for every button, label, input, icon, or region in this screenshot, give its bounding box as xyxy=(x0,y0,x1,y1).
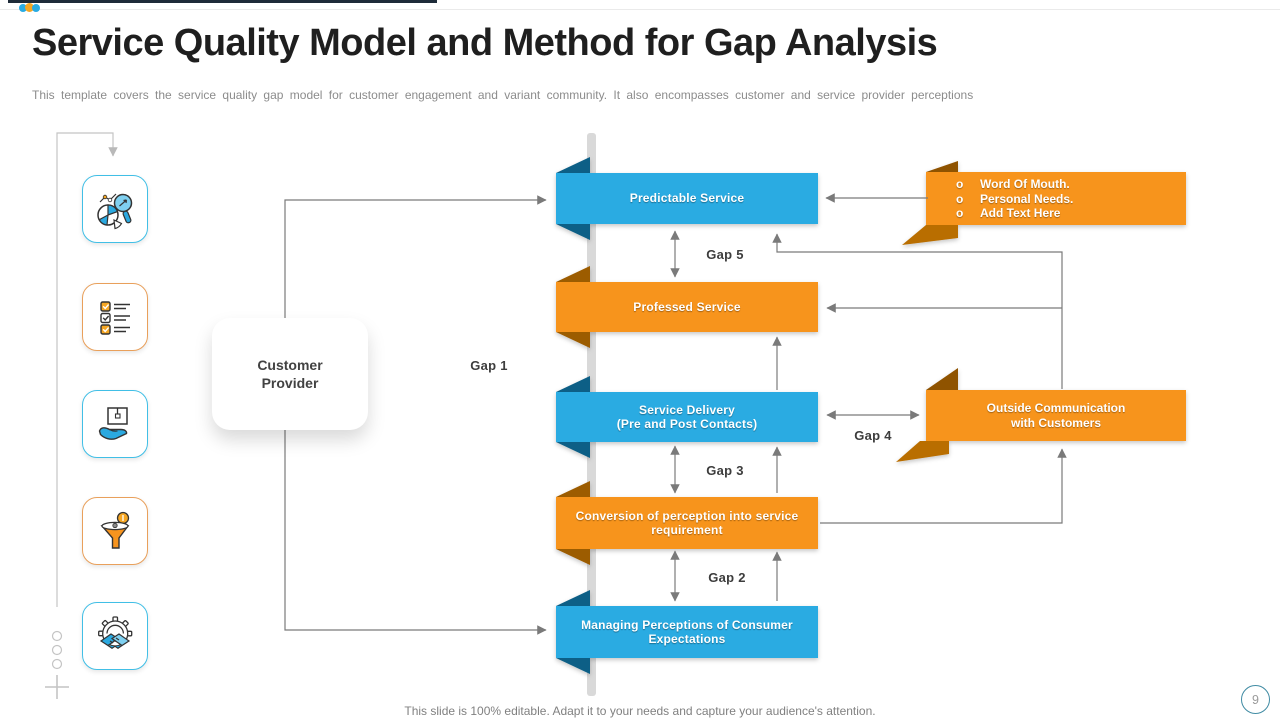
ribbon-predictable-service xyxy=(556,157,818,240)
blue-dot-icon xyxy=(19,4,27,12)
sales-funnel-icon xyxy=(100,511,130,549)
ribbon-conversion xyxy=(556,481,818,565)
left-guide-rail xyxy=(45,132,118,699)
gap2-label: Gap 2 xyxy=(708,570,746,585)
bullet-marker: o xyxy=(956,177,964,191)
checklist-icon xyxy=(100,301,130,335)
sidebar-icon-product-delivery xyxy=(82,390,148,458)
footer-note: This slide is 100% editable. Adapt it to… xyxy=(404,704,876,718)
list-item: o Word Of Mouth. xyxy=(956,177,1070,191)
ribbon-outside-communication xyxy=(896,368,1186,462)
gap1-label: Gap 1 xyxy=(470,358,508,373)
ribbon-managing-perceptions xyxy=(556,590,818,674)
sidebar-icon-data-analysis xyxy=(82,175,148,243)
customer-provider-card: Customer Provider xyxy=(198,318,368,444)
connector-outside-to-predictable xyxy=(772,233,1063,389)
sidebar-icon-checklist xyxy=(82,283,148,351)
sidebar-icon-partnership xyxy=(82,602,148,670)
sidebar-icon-sales-funnel xyxy=(82,497,148,565)
blue-dot-icon xyxy=(32,4,40,12)
ribbon-professed-service xyxy=(556,266,818,348)
ribbon-word-of-mouth xyxy=(902,161,1186,245)
word-of-mouth-box: o Word Of Mouth. o Personal Needs. o Add… xyxy=(956,177,1176,221)
list-item: o Personal Needs. xyxy=(956,191,1074,206)
banner-predictable-service: Predictable Service xyxy=(629,191,745,206)
product-delivery-icon xyxy=(98,407,128,440)
connector-customer-to-predictable xyxy=(284,195,547,318)
banner-professed-service: Professed Service xyxy=(633,299,741,314)
top-accent-bar xyxy=(8,0,437,3)
list-item: o Add Text Here xyxy=(956,206,1061,220)
ribbon-service-delivery xyxy=(556,376,818,458)
gap5-label: Gap 5 xyxy=(706,247,744,262)
bullet-marker: o xyxy=(956,191,964,206)
orange-dot-icon xyxy=(25,3,34,12)
banner-outside-communication: Outside Communication with Customers xyxy=(986,400,1126,430)
page-number-badge: 9 xyxy=(1241,685,1270,714)
connector-provider-to-managing xyxy=(284,430,547,635)
page-title: Service Quality Model and Method for Gap… xyxy=(32,22,938,64)
banner-conversion: Conversion of perception into service re… xyxy=(575,508,799,537)
page-subtitle: This template covers the service quality… xyxy=(32,88,974,102)
partnership-gear-icon xyxy=(98,616,133,650)
gap4-label: Gap 4 xyxy=(854,428,892,443)
gap3-label: Gap 3 xyxy=(706,463,744,478)
top-divider xyxy=(0,9,1280,10)
banner-managing-perceptions: Managing Perceptions of Consumer Expecta… xyxy=(581,617,793,646)
connector-conversion-to-outside xyxy=(820,448,1067,524)
bullet-marker: o xyxy=(956,206,964,220)
banner-service-delivery: Service Delivery (Pre and Post Contacts) xyxy=(616,402,758,431)
data-analysis-icon xyxy=(97,193,133,230)
